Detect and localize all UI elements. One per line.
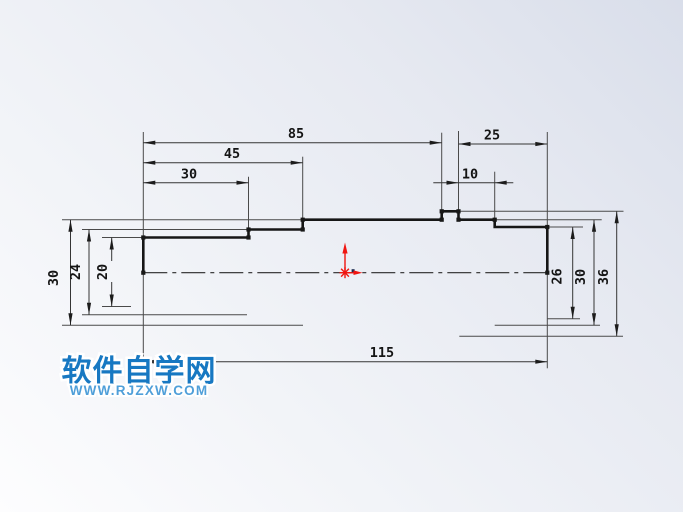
dim-30-left-value[interactable]: 30 [46, 270, 62, 286]
arrow-30left-down [68, 313, 73, 326]
watermark: 软件自学网 WWW.RJZXW.COM [59, 352, 218, 401]
dim-26-value[interactable]: 26 [550, 268, 566, 284]
arrow-30left-up [68, 219, 73, 232]
arrow-30right-up [591, 219, 597, 232]
arrow-24-up [86, 229, 92, 242]
arrow-115-right [535, 359, 548, 364]
arrow-85-left [143, 140, 156, 145]
dim-45-value[interactable]: 45 [224, 146, 240, 162]
dim-20-value[interactable]: 20 [95, 264, 111, 280]
dim-24-value[interactable]: 24 [68, 264, 84, 280]
arrow-26-down [570, 306, 575, 319]
arrow-36-up [614, 211, 619, 224]
vertex[interactable] [492, 217, 497, 222]
vertex[interactable] [300, 217, 305, 222]
origin-point[interactable] [351, 269, 355, 273]
origin-x-arrowhead [353, 270, 363, 275]
watermark-site-name: 软件自学网 [62, 354, 217, 388]
arrow-30top-right [236, 180, 249, 185]
vertex[interactable] [545, 224, 550, 230]
arrow-10-right [494, 180, 507, 185]
arrow-115-left [143, 359, 156, 364]
origin-asterisk [339, 267, 351, 279]
arrow-45-left [143, 160, 156, 165]
dimension-values[interactable]: 85 45 30 25 10 115 30 24 20 26 30 36 [46, 126, 612, 361]
dim-30-right-value[interactable]: 30 [573, 269, 589, 285]
vertex[interactable] [439, 217, 444, 222]
sketch-origin[interactable] [339, 242, 363, 279]
dim-36-value[interactable]: 36 [596, 269, 612, 285]
arrow-36-down [614, 324, 619, 337]
arrow-45-right [290, 160, 303, 165]
dimension-arrows [68, 140, 619, 364]
dim-115-value[interactable]: 115 [370, 345, 394, 361]
dim-85-value[interactable]: 85 [288, 126, 304, 142]
watermark-site-url: WWW.RJZXW.COM [70, 383, 209, 398]
vertex[interactable] [246, 235, 251, 240]
vertex[interactable] [439, 209, 444, 214]
vertex[interactable] [456, 217, 461, 222]
vertex[interactable] [300, 227, 305, 232]
dim-30-top-value[interactable]: 30 [181, 167, 197, 183]
arrow-30top-left [143, 180, 156, 185]
arrow-85-right [429, 140, 442, 145]
origin-y-arrowhead [342, 242, 348, 254]
dim-25-value[interactable]: 25 [484, 128, 500, 144]
arrow-25-right [535, 141, 548, 147]
vertex[interactable] [545, 270, 550, 275]
vertex[interactable] [456, 209, 461, 214]
arrow-25-left [458, 141, 471, 147]
extension-lines [62, 131, 624, 369]
vertex[interactable] [246, 227, 251, 232]
arrow-10-left [446, 180, 459, 185]
vertex[interactable] [141, 270, 146, 275]
arrow-26-up [570, 227, 575, 239]
sketch-vertices[interactable] [141, 209, 550, 275]
arrow-20-down [109, 294, 114, 307]
arrow-20-up [109, 237, 114, 250]
arrow-24-down [86, 302, 92, 315]
vertex[interactable] [141, 235, 146, 240]
arrow-30right-down [591, 313, 597, 326]
dim-10-value[interactable]: 10 [462, 167, 478, 183]
dimension-lines[interactable] [70, 142, 618, 363]
